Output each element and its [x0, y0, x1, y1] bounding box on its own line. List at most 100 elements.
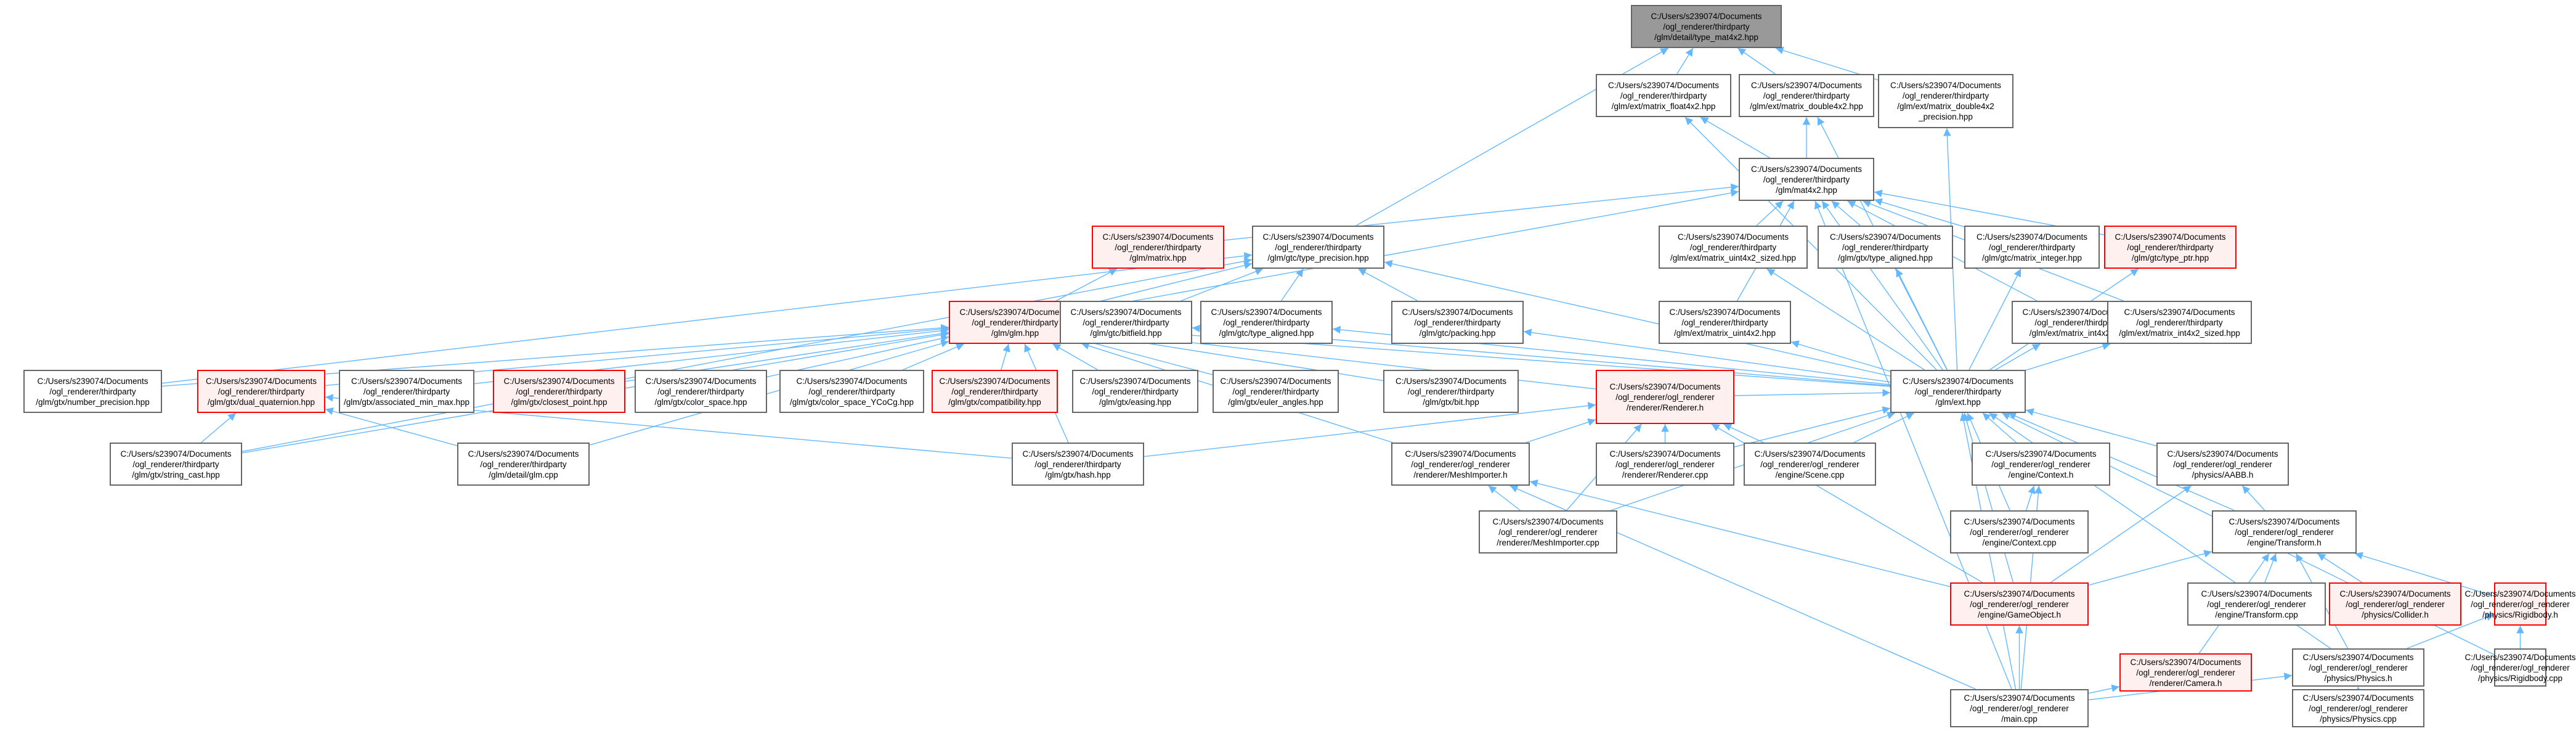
file-node-gtxbit[interactable]: C:/Users/s239074/Documents/ogl_renderer/… [1383, 370, 1519, 413]
file-path-line: /ogl_renderer/ogl_renderer [2471, 663, 2570, 672]
file-node-meshimpcpp[interactable]: C:/Users/s239074/Documents/ogl_renderer/… [1479, 510, 1617, 553]
include-edge-extp-to-int4x2 [1995, 343, 2041, 370]
file-path-line: C:/Users/s239074/Documents [1070, 307, 1182, 317]
file-path-line: /glm/ext.hpp [1935, 397, 1981, 407]
file-path-line: /engine/Context.h [2008, 470, 2074, 480]
file-node-matint[interactable]: C:/Users/s239074/Documents/ogl_renderer/… [1964, 226, 2100, 269]
file-node-renderercpp[interactable]: C:/Users/s239074/Documents/ogl_renderer/… [1596, 443, 1734, 486]
file-node-colorspace[interactable]: C:/Users/s239074/Documents/ogl_renderer/… [635, 370, 767, 413]
file-node-compat[interactable]: C:/Users/s239074/Documents/ogl_renderer/… [932, 370, 1058, 413]
file-path-line: /physics/Physics.cpp [2320, 714, 2397, 724]
include-edge-bitfield-to-typeprec [1180, 267, 1264, 301]
include-edge-double4x2-to-root [1737, 47, 1776, 75]
file-path-line: C:/Users/s239074/Documents [1750, 164, 1863, 174]
file-path-line: C:/Users/s239074/Documents [468, 449, 579, 459]
file-node-euler[interactable]: C:/Users/s239074/Documents/ogl_renderer/… [1213, 370, 1339, 413]
file-node-root: C:/Users/s239074/Documents/ogl_renderer/… [1631, 5, 1782, 48]
file-node-contexth[interactable]: C:/Users/s239074/Documents/ogl_renderer/… [1972, 443, 2110, 486]
file-path-line: /ogl_renderer/thirdparty [1414, 317, 1501, 327]
file-node-numprec[interactable]: C:/Users/s239074/Documents/ogl_renderer/… [23, 370, 162, 413]
file-node-double4x2p[interactable]: C:/Users/s239074/Documents/ogl_renderer/… [1878, 74, 2013, 128]
file-node-meshimph[interactable]: C:/Users/s239074/Documents/ogl_renderer/… [1391, 443, 1530, 486]
file-node-rigidbodyh[interactable]: C:/Users/s239074/Documents/ogl_renderer/… [2464, 582, 2576, 626]
file-node-scenecpp[interactable]: C:/Users/s239074/Documents/ogl_renderer/… [1744, 443, 1876, 486]
file-node-colliderh[interactable]: C:/Users/s239074/Documents/ogl_renderer/… [2329, 582, 2461, 626]
file-node-assocminmax[interactable]: C:/Users/s239074/Documents/ogl_renderer/… [339, 370, 474, 413]
file-node-closestpt[interactable]: C:/Users/s239074/Documents/ogl_renderer/… [493, 370, 625, 413]
file-path-line: /ogl_renderer/thirdparty [2034, 317, 2121, 327]
file-node-aabbh[interactable]: C:/Users/s239074/Documents/ogl_renderer/… [2156, 443, 2289, 486]
file-node-easing[interactable]: C:/Users/s239074/Documents/ogl_renderer/… [1072, 370, 1198, 413]
file-node-bitfield[interactable]: C:/Users/s239074/Documents/ogl_renderer/… [1060, 301, 1192, 344]
file-node-typeprec[interactable]: C:/Users/s239074/Documents/ogl_renderer/… [1252, 226, 1384, 269]
file-node-int4x2s[interactable]: C:/Users/s239074/Documents/ogl_renderer/… [2107, 301, 2252, 344]
file-path-line: /glm/gtc/type_ptr.hpp [2131, 253, 2209, 263]
file-node-typealigned_gtc[interactable]: C:/Users/s239074/Documents/ogl_renderer/… [1200, 301, 1333, 344]
file-path-line: /ogl_renderer/ogl_renderer [1970, 527, 2069, 537]
file-path-line: /ogl_renderer/thirdparty [1988, 242, 2076, 252]
file-node-rigidbodycpp[interactable]: C:/Users/s239074/Documents/ogl_renderer/… [2464, 648, 2576, 687]
file-node-stringcast[interactable]: C:/Users/s239074/Documents/ogl_renderer/… [110, 443, 242, 486]
file-path-line: /glm/ext/matrix_double4x2.hpp [1750, 101, 1863, 111]
file-path-line: C:/Users/s239074/Documents [1402, 307, 1513, 317]
include-edge-gameobjh-to-transformh [2088, 550, 2212, 586]
file-node-physicsh[interactable]: C:/Users/s239074/Documents/ogl_renderer/… [2292, 648, 2424, 687]
file-path-line: /glm/ext/matrix_float4x2.hpp [1611, 101, 1716, 111]
include-edge-typealigned_gtc-to-typeprec [1281, 268, 1304, 301]
file-node-camerah[interactable]: C:/Users/s239074/Documents/ogl_renderer/… [2119, 653, 2252, 692]
include-edge-glm-to-typeprec [1081, 261, 1253, 307]
file-node-float4x2[interactable]: C:/Users/s239074/Documents/ogl_renderer/… [1596, 74, 1731, 117]
file-path-line: C:/Users/s239074/Documents [1964, 693, 2075, 703]
include-edge-scenecpp-to-extp [1853, 412, 1914, 443]
file-path-line: /ogl_renderer/thirdparty [972, 317, 1058, 327]
file-path-line: C:/Users/s239074/Documents [1754, 449, 1866, 459]
file-node-typealigned_gtx[interactable]: C:/Users/s239074/Documents/ogl_renderer/… [1818, 226, 1953, 269]
file-path-line: /ogl_renderer/ogl_renderer [2309, 703, 2408, 713]
file-path-line: C:/Users/s239074/Documents [2464, 652, 2576, 662]
file-path-line: /glm/gtx/bit.hpp [1423, 397, 1479, 407]
include-edge-meshimph-to-rendererh [1526, 418, 1596, 443]
file-node-contextcpp[interactable]: C:/Users/s239074/Documents/ogl_renderer/… [1950, 510, 2089, 553]
file-path-line: /ogl_renderer/ogl_renderer [1970, 599, 2069, 609]
file-path-line: /ogl_renderer/thirdparty [132, 459, 219, 469]
file-node-matrix[interactable]: C:/Users/s239074/Documents/ogl_renderer/… [1092, 226, 1224, 269]
file-path-line: C:/Users/s239074/Documents [1609, 449, 1721, 459]
file-node-physicscpp[interactable]: C:/Users/s239074/Documents/ogl_renderer/… [2292, 689, 2424, 727]
file-path-line: C:/Users/s239074/Documents [2464, 589, 2576, 598]
file-node-uint4x2s[interactable]: C:/Users/s239074/Documents/ogl_renderer/… [1659, 226, 1808, 269]
file-path-line: /glm/gtx/type_aligned.hpp [1838, 253, 1933, 263]
file-path-line: /glm/matrix.hpp [1129, 253, 1187, 263]
file-node-dualq[interactable]: C:/Users/s239074/Documents/ogl_renderer/… [197, 370, 325, 413]
include-edge-rendererh-to-extp [1734, 389, 1891, 397]
file-node-mat4x2[interactable]: C:/Users/s239074/Documents/ogl_renderer/… [1739, 158, 1874, 201]
file-node-rendererh[interactable]: C:/Users/s239074/Documents/ogl_renderer/… [1596, 370, 1734, 424]
file-path-line: C:/Users/s239074/Documents [2124, 307, 2235, 317]
file-path-line: /main.cpp [2001, 714, 2038, 724]
file-node-ycocg[interactable]: C:/Users/s239074/Documents/ogl_renderer/… [779, 370, 924, 413]
file-path-line: /glm/gtx/compatibility.hpp [948, 397, 1041, 407]
file-node-glmcpp[interactable]: C:/Users/s239074/Documents/ogl_renderer/… [457, 443, 590, 486]
file-node-glm[interactable]: C:/Users/s239074/Documents/ogl_renderer/… [949, 301, 1081, 344]
file-node-packing[interactable]: C:/Users/s239074/Documents/ogl_renderer/… [1391, 301, 1524, 344]
include-edge-glmcpp-to-dualq [325, 407, 458, 446]
file-node-hash[interactable]: C:/Users/s239074/Documents/ogl_renderer/… [1012, 443, 1144, 486]
file-path-line: /engine/Context.cpp [1982, 537, 2057, 547]
file-node-double4x2[interactable]: C:/Users/s239074/Documents/ogl_renderer/… [1739, 74, 1874, 117]
file-node-gameobjh[interactable]: C:/Users/s239074/Documents/ogl_renderer/… [1950, 582, 2089, 626]
include-edge-aabbh-to-extp [2025, 408, 2157, 447]
file-path-line: /ogl_renderer/thirdparty [516, 386, 603, 396]
file-node-maincpp[interactable]: C:/Users/s239074/Documents/ogl_renderer/… [1950, 689, 2089, 727]
include-edge-glm-to-matrix [1055, 268, 1118, 301]
file-path-line: C:/Users/s239074/Documents [1220, 376, 1331, 386]
file-path-line: C:/Users/s239074/Documents [2167, 449, 2278, 459]
file-node-uint4x2[interactable]: C:/Users/s239074/Documents/ogl_renderer/… [1659, 301, 1791, 344]
file-path-line: C:/Users/s239074/Documents [1609, 382, 1721, 391]
file-path-line: /renderer/Renderer.cpp [1622, 470, 1709, 480]
file-node-transformh[interactable]: C:/Users/s239074/Documents/ogl_renderer/… [2212, 510, 2357, 553]
file-node-extp[interactable]: C:/Users/s239074/Documents/ogl_renderer/… [1890, 370, 2026, 413]
file-path-line: /glm/glm.hpp [991, 328, 1039, 338]
file-path-line: /glm/gtx/associated_min_max.hpp [343, 397, 470, 407]
file-node-typeptr[interactable]: C:/Users/s239074/Documents/ogl_renderer/… [2104, 226, 2237, 269]
file-node-transformcpp[interactable]: C:/Users/s239074/Documents/ogl_renderer/… [2187, 582, 2326, 626]
file-path-line: C:/Users/s239074/Documents [2339, 589, 2451, 598]
